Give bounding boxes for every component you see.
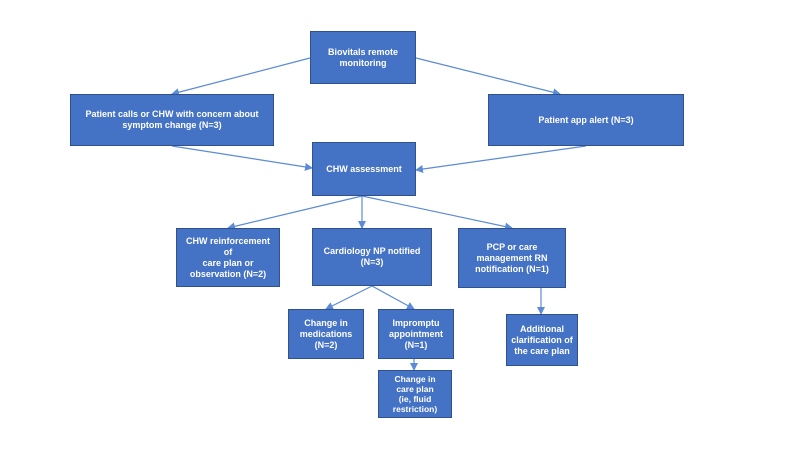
node-chw-assessment: CHW assessment <box>312 142 416 196</box>
arrow-chw-assessment-to-pcp <box>361 195 513 231</box>
node-biovitals-remote-monitoring: Biovitals remote monitoring <box>310 31 416 84</box>
arrow-patient-app-to-chw-assessment <box>415 145 587 173</box>
node-cardiology-np-notified: Cardiology NP notified (N=3) <box>312 228 432 286</box>
node-additional-clarification: Additional clarification of the care pla… <box>506 314 578 366</box>
arrow-biovitals-to-patient-calls <box>171 57 311 97</box>
node-impromptu-appointment: Impromptu appointment (N=1) <box>378 309 454 359</box>
arrow-cardiology-to-change-medications <box>325 285 373 310</box>
node-pcp-care-management: PCP or care management RN notification (… <box>458 228 566 288</box>
arrow-cardiology-to-impromptu <box>371 285 415 310</box>
arrow-chw-assessment-to-reinforcement <box>227 195 363 231</box>
node-chw-reinforcement: CHW reinforcement of care plan or observ… <box>176 228 280 287</box>
node-change-in-medications: Change in medications (N=2) <box>288 309 364 359</box>
arrow-patient-calls-to-chw-assessment <box>171 145 313 171</box>
node-change-in-care-plan: Change in care plan (ie, fluid restricti… <box>378 370 452 418</box>
arrow-biovitals-to-patient-app <box>415 57 561 97</box>
node-patient-calls-concern: Patient calls or CHW with concern about … <box>70 94 274 146</box>
node-patient-app-alert: Patient app alert (N=3) <box>488 94 684 146</box>
